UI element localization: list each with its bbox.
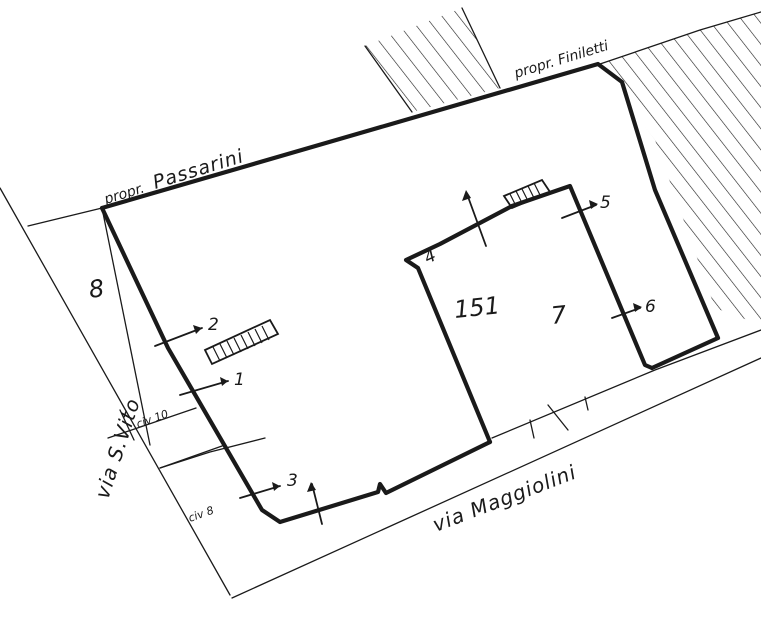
label-view-1: 1 — [234, 370, 245, 390]
label-parcel-7: 7 — [550, 300, 569, 330]
building-151 — [403, 183, 655, 445]
street-lines — [0, 187, 761, 599]
label-view-2: 2 — [208, 315, 219, 335]
label-view-4: 4 — [421, 246, 439, 269]
hatched-neighbour-north — [364, 7, 501, 113]
labels: propr. Passarini propr. Finiletti via S.… — [87, 38, 656, 537]
stair-top — [502, 178, 552, 210]
hatched-neighbour-east — [598, 11, 761, 325]
label-parcel-8: 8 — [87, 274, 106, 304]
label-view-5: 5 — [600, 193, 611, 213]
label-lot-151: 151 — [453, 291, 501, 324]
label-view-6: 6 — [645, 297, 656, 317]
view-arrows — [154, 190, 642, 525]
lot-boundary — [99, 61, 721, 525]
label-civ-8: civ 8 — [187, 504, 216, 525]
label-prop-passarini: propr. Passarini — [100, 145, 246, 209]
stair-left — [203, 318, 280, 366]
label-view-3: 3 — [287, 471, 298, 491]
label-via-s-vito: via S.Vito — [90, 395, 145, 502]
